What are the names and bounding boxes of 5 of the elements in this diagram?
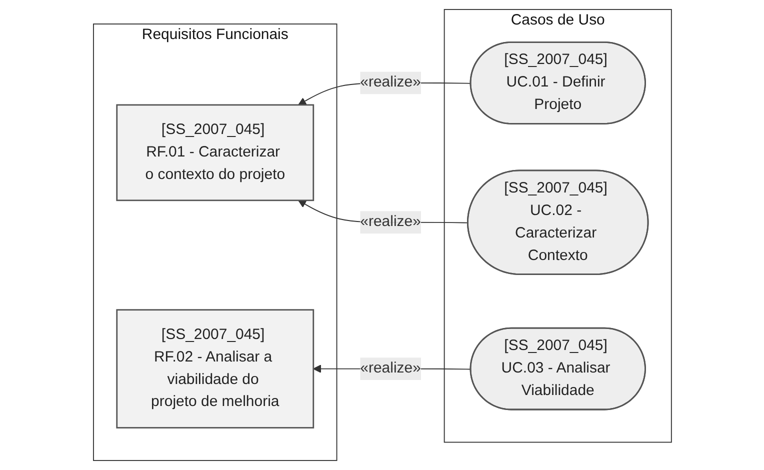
edge-label: «realize» — [360, 74, 420, 90]
node-box: [SS_2007_045] RF.02 - Analisar a viabilidade do projeto de melhoria — [116, 309, 314, 428]
node-box: [SS_2007_045] RF.01 - Caracterizar o contexto do projeto — [116, 104, 314, 202]
edge-label: «realize» — [360, 360, 420, 376]
edge-label: «realize» — [360, 214, 420, 230]
